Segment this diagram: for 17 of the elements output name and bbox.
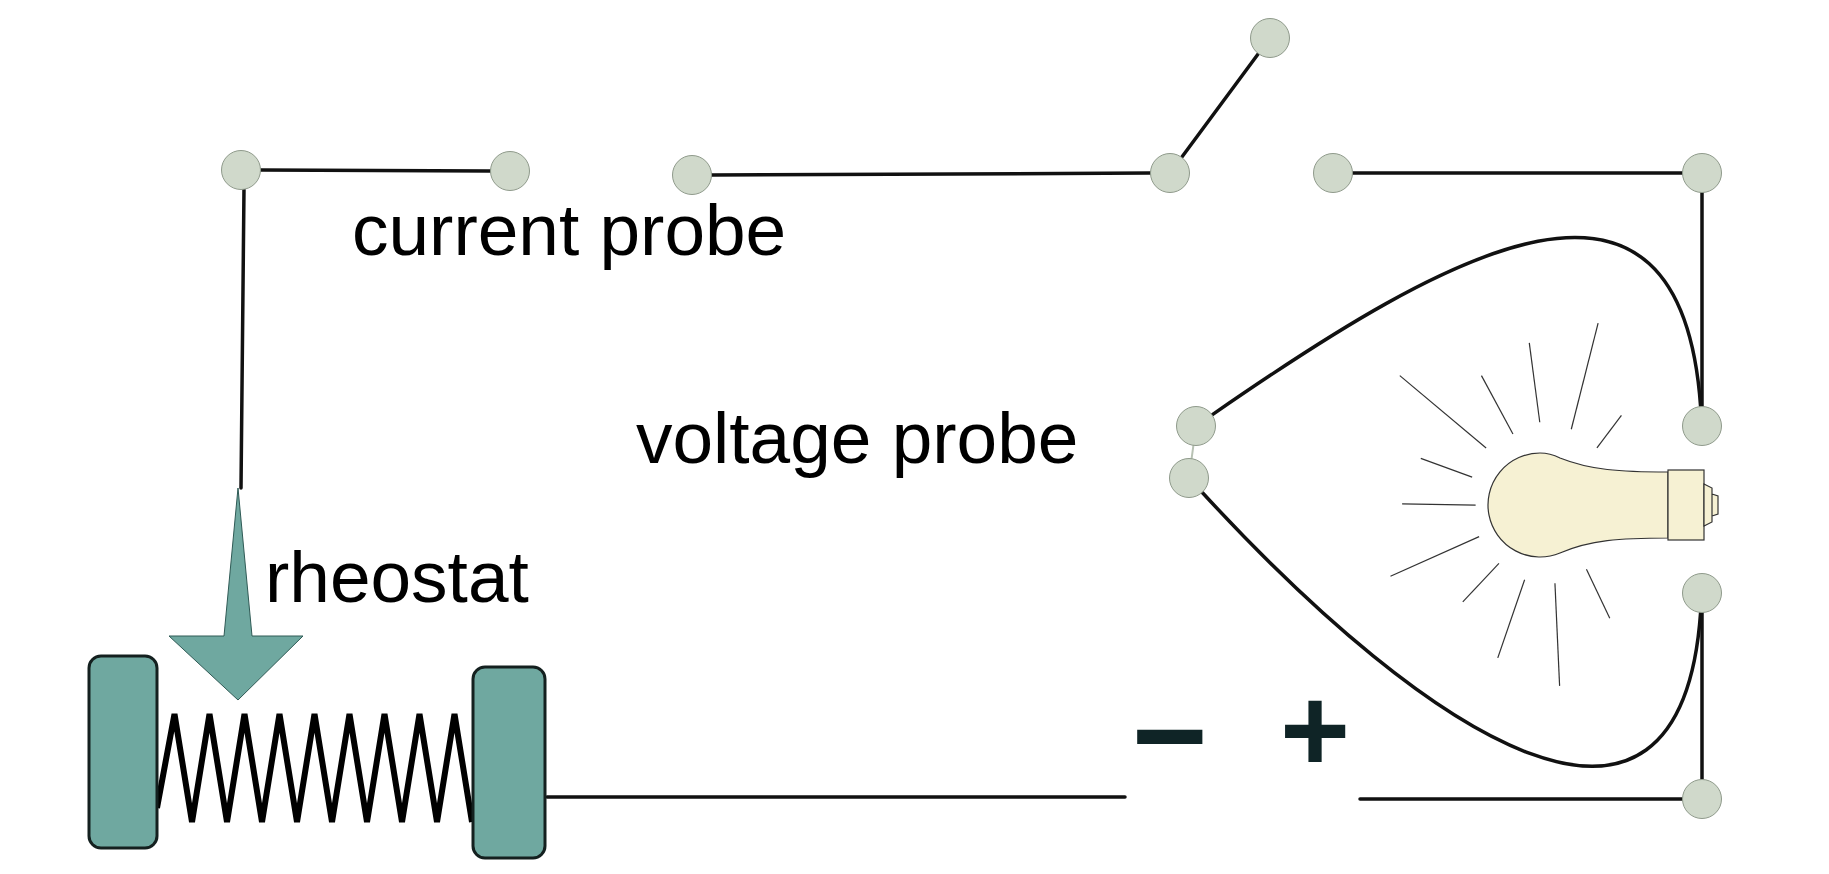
wire <box>1351 171 1684 175</box>
battery-terminal-sign: + <box>1279 670 1351 790</box>
component-label: current probe <box>352 190 787 271</box>
battery-terminal-sign: − <box>1132 670 1208 800</box>
wire <box>1700 191 1704 408</box>
wire <box>1700 611 1704 781</box>
wire <box>1180 52 1260 159</box>
component-label: voltage probe <box>636 398 1079 479</box>
component-label: rheostat <box>265 537 529 618</box>
wire <box>545 795 1127 799</box>
wire <box>1210 235 1703 417</box>
wire <box>259 168 492 173</box>
wire <box>710 171 1152 177</box>
wire <box>1200 490 1703 767</box>
wire <box>1358 797 1684 801</box>
wire <box>1190 444 1195 460</box>
wire <box>239 188 246 490</box>
